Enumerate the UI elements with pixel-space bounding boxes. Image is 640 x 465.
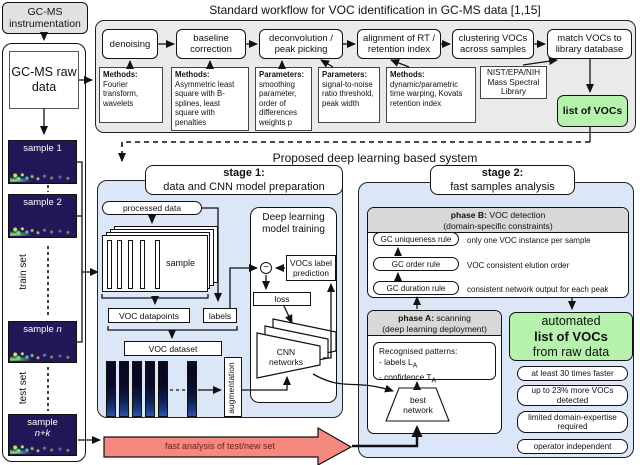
dataset-strip xyxy=(132,361,142,417)
gc-uniqueness-rule-desc: only one VOC instance per sample xyxy=(467,236,591,245)
vocs-label-prediction-box: VOCs label prediction xyxy=(286,255,336,281)
gc-order-rule-pill: GC order rule xyxy=(373,257,459,271)
sample-2-image: sample 2 xyxy=(8,194,77,238)
voc-dataset-box: VOC dataset xyxy=(124,341,222,356)
step-clustering: clustering VOCs across samples xyxy=(452,29,534,59)
augmentation-box xyxy=(224,357,242,417)
gc-order-rule-desc: VOC consistent elution order xyxy=(467,261,570,270)
note-baseline-methods: Methods:Asymmetric least square with B-s… xyxy=(171,67,249,131)
nist-library-box: NIST/EPA/NIH Mass Spectral Library xyxy=(480,66,547,99)
dataset-strip xyxy=(158,361,168,417)
standard-workflow-title: Standard workflow for VOC identification… xyxy=(209,3,541,17)
sample-n-image: sample n xyxy=(8,321,77,363)
best-network-shape xyxy=(385,387,450,422)
training-title: Deep learning model training xyxy=(262,212,325,235)
sample-sheet-label: sample xyxy=(165,258,195,268)
fast-analysis-label: fast analysis of test/new set xyxy=(164,441,276,451)
gc-duration-rule-pill: GC duration rule xyxy=(373,281,459,295)
phase-b-header: phase B: VOC detection (domain-specific … xyxy=(368,208,628,233)
benefit-operator: operator independent xyxy=(517,439,628,454)
spectrogram-noise xyxy=(10,441,75,454)
step-deconvolution: deconvolution / peak picking xyxy=(259,29,343,59)
spectrogram-noise xyxy=(10,348,75,361)
recognised-patterns-box: Recognised patterns: - labels LA - confi… xyxy=(373,342,496,384)
step-denoising: denoising xyxy=(102,29,158,59)
step-match-library: match VOCs to library database xyxy=(547,29,632,59)
benefit-faster: at least 30 times faster xyxy=(517,366,628,381)
gcms-raw-data-box: GC-MS raw data xyxy=(9,51,79,109)
proposed-system-title: Proposed deep learning based system xyxy=(272,151,478,165)
step-alignment: alignment of RT / retention index xyxy=(357,29,441,59)
sample-1-image: sample 1 xyxy=(8,140,77,184)
note-peakpick-parameters: Parameters:smoothing parameter, order of… xyxy=(255,67,312,131)
sample-2-label: sample 2 xyxy=(23,197,62,208)
phase-a-header: phase A: scanning (deep learning deploym… xyxy=(368,311,501,336)
dataset-strip xyxy=(187,361,197,417)
augmentation-label: augmentation xyxy=(226,362,236,414)
dataset-strip xyxy=(119,361,129,417)
gcms-instrumentation-box: GC-MS instrumentation xyxy=(2,2,88,34)
processed-data-pill: processed data xyxy=(102,201,202,215)
spectrogram-noise xyxy=(10,223,75,236)
train-set-label: train set xyxy=(18,254,29,290)
test-set-label: test set xyxy=(18,371,29,405)
subtract-node: − xyxy=(260,262,272,274)
gc-uniqueness-rule-pill: GC uniqueness rule xyxy=(373,232,459,246)
voc-datapoints-box: VOC datapoints xyxy=(108,308,190,323)
labels-box: labels xyxy=(203,308,237,323)
datapoint-bar xyxy=(117,240,122,289)
cnn-networks-shape xyxy=(256,318,337,379)
datapoint-bar xyxy=(107,240,112,289)
sample-n-label: sample n xyxy=(23,324,62,335)
stage2-label: stage 2:fast samples analysis xyxy=(430,165,575,195)
spectrogram-noise xyxy=(10,169,75,182)
benefit-more-vocs: up to 23% more VOCs detected xyxy=(517,385,628,406)
list-of-vocs-box: list of VOCs xyxy=(557,95,628,127)
step-baseline: baseline correction xyxy=(176,29,246,59)
note-snr-parameters: Parameters:signal-to-noise ratio thresho… xyxy=(318,67,380,123)
sample-1-label: sample 1 xyxy=(23,143,62,154)
benefit-expertise: limited domain-expertise required xyxy=(517,411,628,433)
stage1-label: stage 1:data and CNN model preparation xyxy=(145,165,343,195)
note-denoising-methods: Methods:Fourier transform, wavelets xyxy=(99,67,163,123)
dataset-strip xyxy=(145,361,155,417)
datapoint-bar xyxy=(155,240,160,289)
gc-duration-rule-desc: consistent network output for each peak xyxy=(467,285,609,294)
note-alignment-methods: Methods:dynamic/parametric time warping,… xyxy=(386,67,476,123)
datapoint-bar xyxy=(140,240,145,289)
loss-box: loss xyxy=(253,292,311,306)
dataset-strip xyxy=(106,361,116,417)
datapoint-bar xyxy=(128,240,133,289)
sample-sheet-front: sample xyxy=(102,235,208,292)
